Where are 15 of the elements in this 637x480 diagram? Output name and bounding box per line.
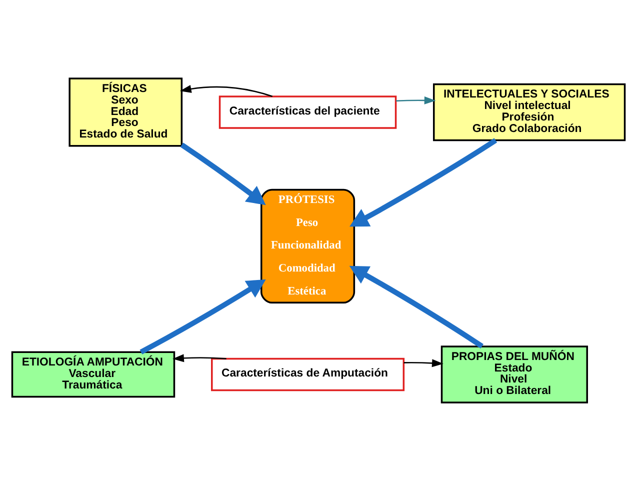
arrow xyxy=(404,358,444,367)
node-box: ETIOLOGÍA AMPUTACIÓN Vascular Traumática xyxy=(11,350,176,398)
node-box: Características de Amputación xyxy=(211,357,405,391)
arrow xyxy=(172,354,226,362)
arrow xyxy=(396,96,436,104)
node-box: PROPIAS DEL MUÑÓN Estado Nivel Uni o Bilateral xyxy=(440,345,588,403)
arrow xyxy=(350,138,498,226)
node-box: INTELECTUALES Y SOCIALES Nivel intelectual Profesión Grado Colaboración xyxy=(433,82,626,141)
node-box: Características del paciente xyxy=(218,95,397,128)
node-box: PRÓTESIS Peso Funcionalidad Comodidad Estética xyxy=(260,188,356,304)
arrow xyxy=(349,265,484,348)
arrow xyxy=(180,142,266,205)
arrow xyxy=(180,84,273,96)
arrow xyxy=(140,278,266,354)
node-box: FÍSICAS Sexo Edad Peso Estado de Salud xyxy=(68,77,183,146)
